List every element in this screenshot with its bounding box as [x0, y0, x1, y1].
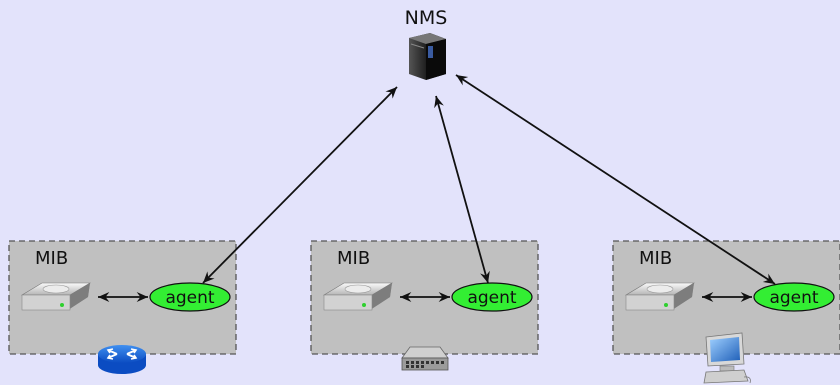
- server-tower-icon: [409, 33, 446, 80]
- agent-node-2: agent: [451, 282, 533, 312]
- agent-label: agent: [467, 288, 516, 308]
- agent-label: agent: [769, 288, 818, 308]
- hard-drive-icon: [322, 282, 394, 311]
- mib-label: MIB: [639, 248, 672, 269]
- mib-label: MIB: [337, 248, 370, 269]
- agent-label: agent: [165, 288, 214, 308]
- agent-node-1: agent: [149, 282, 231, 312]
- hard-drive-icon: [20, 282, 92, 311]
- nms-node: NMS: [405, 7, 448, 80]
- nms-label: NMS: [405, 7, 448, 29]
- desktop-computer-icon: [703, 332, 751, 384]
- nms-agent-arrow-1: [202, 86, 398, 284]
- mib-label: MIB: [35, 248, 68, 269]
- network-switch-icon: [401, 346, 449, 371]
- nms-agent-arrow-3: [455, 74, 776, 285]
- hard-drive-icon: [624, 282, 696, 311]
- agent-node-3: agent: [753, 282, 835, 312]
- router-icon: [98, 345, 146, 374]
